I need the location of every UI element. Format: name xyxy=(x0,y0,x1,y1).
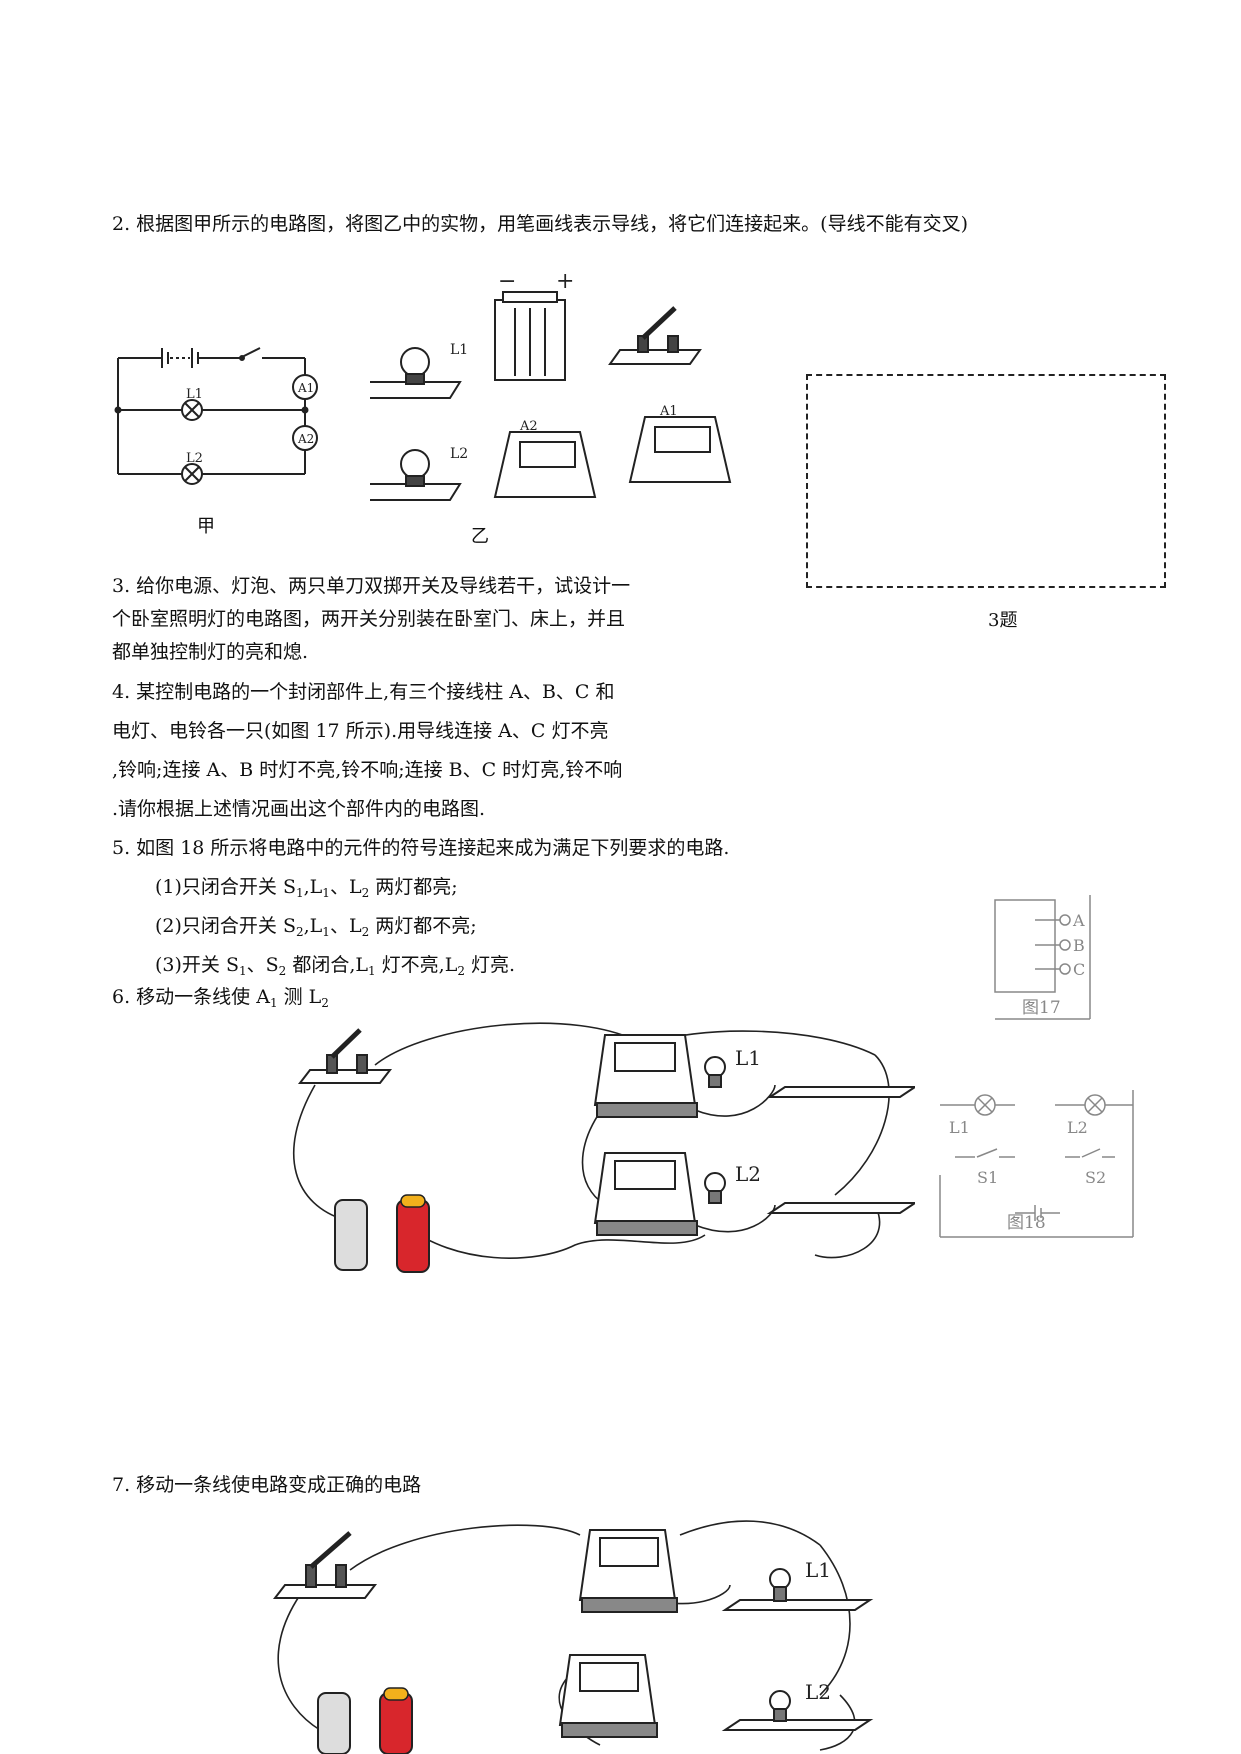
q3-line-2: 个卧室照明灯的电路图，两开关分别装在卧室门、床上，并且 xyxy=(112,608,626,630)
yi-l1-label: L1 xyxy=(450,342,468,358)
q3-answer-box xyxy=(806,374,1166,588)
fig18-caption: 图18 xyxy=(1007,1213,1046,1233)
fig18: L1 L2 S1 S2 图18 xyxy=(939,1090,1134,1238)
fig18-s2: S2 xyxy=(1085,1168,1106,1187)
q3-line-3: 都单独控制灯的亮和熄. xyxy=(112,641,309,663)
q6-l2-label: L2 xyxy=(735,1162,761,1186)
l2-label: L2 xyxy=(186,451,203,466)
a1-label: A1 xyxy=(297,381,314,395)
q7-l2-label: L2 xyxy=(805,1680,831,1704)
fig18-l2: L2 xyxy=(1067,1118,1088,1137)
fig17-a: A xyxy=(1072,911,1085,930)
fig18-l1: L1 xyxy=(949,1118,970,1137)
fig-jia-caption: 甲 xyxy=(197,516,215,537)
battery-plus-label: + xyxy=(556,272,574,294)
a2-label: A2 xyxy=(297,432,314,446)
q3-box-caption: 3题 xyxy=(988,610,1018,631)
q4-line-2: 电灯、电铃各一只(如图 17 所示).用导线连接 A、C 灯不亮 xyxy=(112,720,609,742)
fig17-b: B xyxy=(1073,936,1085,955)
q7-circuit: L1 L2 xyxy=(272,1520,874,1754)
q4-line-1: 4. 某控制电路的一个封闭部件上,有三个接线柱 A、B、C 和 xyxy=(112,681,615,703)
q7-l1-label: L1 xyxy=(805,1558,831,1582)
q5-text: 5. 如图 18 所示将电路中的元件的符号连接起来成为满足下列要求的电路. xyxy=(112,837,730,859)
l1-label: L1 xyxy=(186,387,203,402)
q6-text: 6. 移动一条线使 A1 测 L2 xyxy=(112,986,329,1010)
q7-text: 7. 移动一条线使电路变成正确的电路 xyxy=(112,1474,422,1496)
q4-line-3: ,铃响;连接 A、B 时灯不亮,铃不响;连接 B、C 时灯亮,铃不响 xyxy=(112,759,623,781)
q5-item-3: (3)开关 S1、S2 都闭合,L1 灯不亮,L2 灯亮. xyxy=(155,954,516,978)
fig17-c: C xyxy=(1073,960,1085,979)
yi-a2-label: A2 xyxy=(519,419,538,434)
q3-line-1: 3. 给你电源、灯泡、两只单刀双掷开关及导线若干，试设计一 xyxy=(112,575,631,597)
yi-a1-label: A1 xyxy=(659,404,678,419)
q5-item-1: (1)只闭合开关 S1,L1、L2 两灯都亮; xyxy=(155,876,458,900)
q6-circuit: L1 L2 xyxy=(292,1022,915,1273)
fig18-s1: S1 xyxy=(977,1168,998,1187)
fig-yi-caption: 乙 xyxy=(471,526,489,547)
fig-yi-components: − + L1 L2 A2 A1 xyxy=(370,272,732,501)
yi-l2-label: L2 xyxy=(450,446,468,462)
fig17: A B C 图17 xyxy=(994,895,1091,1020)
q6-l1-label: L1 xyxy=(735,1046,761,1070)
fig17-caption: 图17 xyxy=(1022,998,1061,1018)
q4-line-4: .请你根据上述情况画出这个部件内的电路图. xyxy=(112,798,486,820)
battery-minus-label: − xyxy=(498,272,516,294)
q5-item-2: (2)只闭合开关 S2,L1、L2 两灯都不亮; xyxy=(155,915,477,939)
fig-jia-schematic: A1 A2 L1 L2 xyxy=(114,347,318,485)
q2-text: 2. 根据图甲所示的电路图，将图乙中的实物，用笔画线表示导线，将它们连接起来。(… xyxy=(112,213,968,235)
